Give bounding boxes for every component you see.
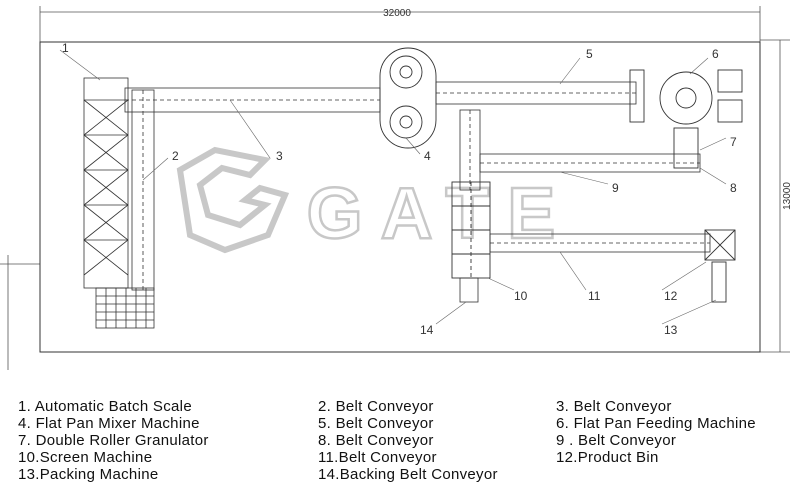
- flat-pan-mixer: [379, 47, 437, 149]
- legend-item-13: 13.Packing Machine: [18, 466, 159, 483]
- legend-item-12: 12.Product Bin: [556, 449, 659, 466]
- belt-conveyor-11: [489, 233, 711, 253]
- legend-item-10: 10.Screen Machine: [18, 449, 153, 466]
- belt-conveyor-2: [131, 89, 155, 291]
- callout-2: 2: [172, 149, 179, 163]
- callout-3: 3: [276, 149, 283, 163]
- watermark-logo: [176, 146, 290, 254]
- width-dimension-label: 32000: [383, 8, 411, 19]
- dimension-height: [760, 39, 790, 353]
- automatic-batch-scale: [83, 77, 155, 329]
- callout-13: 13: [664, 323, 678, 337]
- callout-4: 4: [424, 149, 431, 163]
- dimension-width: [39, 6, 761, 46]
- packing-machine: [711, 261, 727, 303]
- legend-item-8: 8. Belt Conveyor: [318, 432, 434, 449]
- site-boundary: [39, 41, 761, 353]
- legend-item-9: 9 . Belt Conveyor: [556, 432, 677, 449]
- belt-conveyor-9: [459, 109, 481, 191]
- callout-11: 11: [588, 289, 601, 303]
- belt-conveyor-3: [124, 87, 381, 113]
- callout-9: 9: [612, 181, 619, 195]
- legend-item-11: 11.Belt Conveyor: [318, 449, 437, 466]
- legend-item-2: 2. Belt Conveyor: [318, 398, 434, 415]
- callout-6: 6: [712, 47, 719, 61]
- double-roller-granulator: [673, 69, 743, 169]
- legend-item-3: 3. Belt Conveyor: [556, 398, 672, 415]
- callout-1: 1: [62, 41, 69, 55]
- watermark-text: GATE: [307, 174, 574, 254]
- legend-item-6: 6. Flat Pan Feeding Machine: [556, 415, 756, 432]
- flat-pan-feeding-machine: [629, 69, 713, 125]
- legend-item-14: 14.Backing Belt Conveyor: [318, 466, 498, 483]
- backing-belt-conveyor: [459, 277, 479, 303]
- belt-conveyor-8: [479, 153, 701, 173]
- product-bin: [704, 229, 736, 261]
- legend-item-7: 7. Double Roller Granulator: [18, 432, 209, 449]
- callout-8: 8: [730, 181, 737, 195]
- belt-conveyor-5: [435, 81, 637, 105]
- callout-5: 5: [586, 47, 593, 61]
- callout-14: 14: [420, 323, 434, 337]
- legend-item-1: 1. Automatic Batch Scale: [18, 398, 192, 415]
- callout-7: 7: [730, 135, 737, 149]
- legend: 1. Automatic Batch Scale 2. Belt Conveyo…: [0, 394, 800, 494]
- layout-drawing: 32000 13000 GATE: [0, 6, 793, 370]
- legend-item-5: 5. Belt Conveyor: [318, 415, 434, 432]
- callout-leaders: [59, 49, 727, 325]
- callout-10: 10: [514, 289, 528, 303]
- legend-item-4: 4. Flat Pan Mixer Machine: [18, 415, 200, 432]
- height-dimension-label: 13000: [782, 182, 793, 210]
- callout-12: 12: [664, 289, 678, 303]
